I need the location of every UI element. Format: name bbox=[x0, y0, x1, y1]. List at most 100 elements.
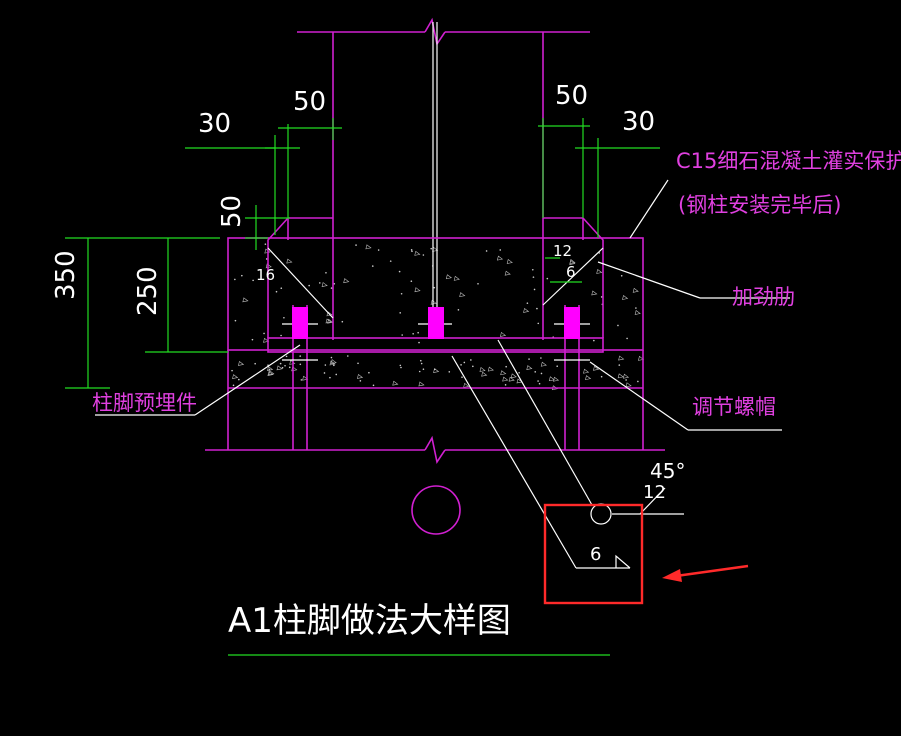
concrete-speckle bbox=[534, 371, 537, 373]
concrete-speckle bbox=[356, 373, 364, 379]
concrete-speckle bbox=[321, 282, 328, 287]
concrete-speckle bbox=[280, 334, 282, 337]
concrete-speckle bbox=[626, 337, 628, 340]
concrete-speckle bbox=[399, 364, 402, 367]
concrete-speckle bbox=[398, 270, 401, 273]
concrete-speckle bbox=[583, 368, 590, 374]
detail-label-12: 12 bbox=[643, 482, 666, 503]
concrete-speckle bbox=[433, 368, 436, 371]
concrete-speckle bbox=[585, 375, 592, 381]
leader-lines bbox=[95, 179, 790, 656]
concrete-speckle bbox=[533, 288, 536, 291]
concrete-speckle bbox=[359, 380, 362, 382]
concrete-speckle bbox=[318, 282, 321, 284]
concrete-speckle bbox=[531, 268, 534, 271]
concrete-speckle bbox=[430, 247, 433, 250]
concrete-speckle bbox=[496, 255, 504, 261]
concrete-speckle bbox=[330, 287, 333, 289]
concrete-speckle bbox=[410, 249, 413, 251]
concrete-speckle bbox=[300, 379, 303, 381]
concrete-speckle bbox=[330, 356, 333, 359]
concrete-speckle bbox=[325, 271, 327, 274]
concrete-speckle bbox=[241, 274, 243, 277]
concrete-speckle bbox=[499, 249, 502, 251]
concrete-speckle bbox=[231, 369, 233, 372]
concrete-speckle bbox=[254, 362, 256, 365]
concrete-speckle bbox=[268, 370, 275, 376]
concrete-speckle bbox=[536, 307, 538, 310]
concrete-speckle bbox=[299, 363, 302, 366]
concrete-speckle bbox=[286, 258, 293, 264]
concrete-speckle bbox=[275, 290, 278, 293]
dim-right-30: 30 bbox=[622, 107, 655, 137]
concrete-speckle bbox=[548, 376, 555, 382]
concrete-speckle bbox=[593, 365, 600, 371]
grout-note-line1: C15细石混凝土灌实保护螺栓 bbox=[676, 149, 901, 173]
concrete-speckle bbox=[242, 297, 249, 303]
concrete-speckle bbox=[368, 371, 370, 374]
embedded-part-note: 柱脚预埋件 bbox=[92, 391, 197, 415]
concrete-speckle bbox=[600, 375, 603, 378]
concrete-speckle bbox=[324, 364, 327, 366]
concrete-speckle bbox=[448, 371, 451, 373]
concrete-speckle bbox=[569, 260, 576, 265]
concrete-speckle bbox=[329, 376, 331, 379]
concrete-speckle bbox=[481, 371, 488, 377]
concrete-speckle bbox=[263, 337, 270, 343]
concrete-speckle bbox=[238, 360, 245, 366]
concrete-speckle bbox=[625, 379, 627, 381]
concrete-speckle bbox=[504, 384, 507, 386]
concrete-speckle bbox=[333, 364, 335, 367]
concrete-speckle bbox=[232, 384, 235, 387]
concrete-speckle bbox=[411, 250, 413, 253]
concrete-speckle bbox=[638, 355, 645, 361]
concrete-speckle bbox=[263, 332, 265, 335]
concrete-speckle bbox=[417, 331, 419, 334]
concrete-speckle bbox=[460, 364, 462, 366]
concrete-speckle bbox=[622, 373, 630, 379]
grout-note-line2: (钢柱安装完毕后) bbox=[678, 193, 841, 217]
concrete-speckle bbox=[502, 376, 509, 382]
concrete-speckle bbox=[377, 249, 380, 251]
concrete-texture bbox=[231, 243, 645, 391]
dim-left-50: 50 bbox=[293, 87, 326, 117]
concrete-speckle bbox=[618, 364, 621, 366]
concrete-speckle bbox=[537, 322, 540, 325]
concrete-speckle bbox=[325, 318, 332, 324]
concrete-speckle bbox=[625, 382, 632, 388]
concrete-speckle bbox=[418, 370, 421, 373]
concrete-speckle bbox=[267, 366, 274, 371]
concrete-speckle bbox=[346, 355, 349, 357]
concrete-speckle bbox=[280, 287, 283, 289]
concrete-speckle bbox=[418, 341, 420, 344]
concrete-speckle bbox=[505, 365, 507, 368]
concrete-speckle bbox=[335, 373, 338, 376]
concrete-speckle bbox=[510, 373, 517, 379]
concrete-speckle bbox=[433, 286, 436, 289]
concrete-speckle bbox=[288, 366, 291, 369]
concrete-speckle bbox=[234, 319, 237, 322]
concrete-speckle bbox=[537, 380, 539, 382]
concrete-speckle bbox=[265, 258, 268, 260]
concrete-speckle bbox=[518, 371, 520, 374]
concrete-speckle bbox=[622, 294, 629, 300]
concrete-speckle bbox=[526, 365, 533, 370]
concrete-speckle bbox=[500, 331, 507, 337]
concrete-speckle bbox=[232, 374, 239, 379]
weld-label-6: 6 bbox=[566, 263, 576, 281]
concrete-speckle bbox=[326, 311, 333, 317]
highlight-box bbox=[543, 503, 644, 605]
concrete-speckle bbox=[556, 365, 558, 368]
concrete-speckle bbox=[264, 243, 267, 245]
concrete-speckle bbox=[327, 318, 334, 324]
concrete-speckle bbox=[618, 355, 625, 361]
concrete-speckle bbox=[635, 307, 637, 309]
concrete-speckle bbox=[419, 359, 422, 362]
weld-label-12: 12 bbox=[553, 242, 572, 260]
steel-column bbox=[297, 17, 590, 340]
concrete-speckle bbox=[479, 367, 486, 372]
concrete-speckle bbox=[546, 277, 549, 280]
concrete-speckle bbox=[477, 282, 479, 285]
concrete-speckle bbox=[459, 292, 466, 298]
concrete-speckle bbox=[283, 316, 285, 319]
